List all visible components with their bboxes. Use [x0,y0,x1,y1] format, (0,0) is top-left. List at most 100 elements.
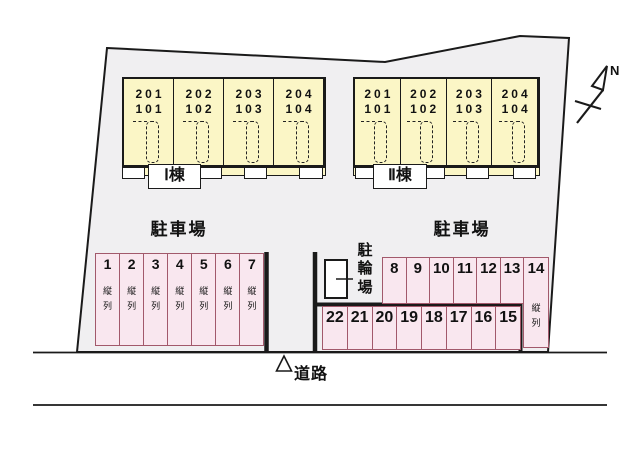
road-label: 道路 [294,366,329,383]
parking-space-number: 8 [390,260,399,277]
entrance-box [513,167,536,179]
parking-space-number: 10 [433,260,450,277]
building-2-label: Ⅱ棟 [373,164,427,189]
north-arrow-head [590,65,608,92]
unit-lower-number: 104 [501,102,531,116]
unit-lower-number: 104 [285,102,315,116]
parking-space-note: 縦列 [151,286,161,312]
unit-upper-number: 204 [285,87,315,101]
parking-space-number: 20 [375,309,394,326]
parking-space: 21 [346,306,373,350]
parking-space: 16 [470,306,497,350]
unit-upper-number: 202 [185,87,215,101]
parking-space-number: 16 [474,309,493,326]
unit-upper-number: 202 [410,87,440,101]
parking-space: 10 [429,257,454,304]
parking-space: 3 縦列 [143,253,169,346]
parking-space-number: 14 [527,260,545,277]
parking-space-number: 12 [480,260,497,277]
parking-space-note: 縦列 [247,286,257,312]
unit-upper-number: 201 [364,87,394,101]
unit-lower-number: 101 [135,102,165,116]
entrance-box [199,167,222,179]
parking-space: 8 [382,257,407,304]
stair-symbol [245,121,259,163]
unit-lower-number: 101 [364,102,394,116]
unit-lower-number: 103 [455,102,485,116]
parking-space-number: 5 [199,256,208,272]
parking-space-note: 縦列 [223,286,233,312]
parking-space-note: 縦列 [103,286,113,312]
parking-space: 5 縦列 [191,253,217,346]
unit-upper-number: 203 [235,87,265,101]
stair-symbol-line [361,121,376,122]
stair-symbol-line [132,121,147,122]
unit-lower-number: 102 [410,102,440,116]
entrance-strip [353,167,540,176]
parking-space: 19 [396,306,422,350]
parking-space: 18 [421,306,447,350]
stair-symbol-line [232,121,247,122]
unit-lower-number: 102 [185,102,215,116]
unit-upper-number: 203 [455,87,485,101]
north-label: N [610,63,620,78]
parking-right-label: 駐車場 [433,220,491,239]
parking-space-note: 縦列 [199,286,209,312]
parking-space-number: 4 [175,256,184,272]
parking-space-note: 縦列 [175,286,185,312]
unit-lower-number: 103 [235,102,265,116]
unit-upper-number: 201 [135,87,165,101]
parking-space-number: 3 [151,256,160,272]
stair-symbol [511,121,525,163]
parking-space: 15 [495,306,521,350]
stair-symbol [374,121,388,163]
parking-space-number: 21 [350,309,369,326]
building-1-label: Ⅰ棟 [148,164,201,189]
parking-space-note: 縦列 [127,286,137,312]
parking-space-number: 22 [325,309,344,326]
north-arrow [574,65,608,124]
stair-symbol-line [452,121,467,122]
parking-space: 6 縦列 [215,253,241,346]
road-triangle-marker [275,354,293,372]
parking-space: 9 [405,257,431,304]
parking-space-number: 9 [413,260,422,277]
stair-symbol [465,121,479,163]
parking-space-number: 19 [400,309,419,326]
parking-space: 22 [322,306,348,350]
stair-symbol-line [282,121,297,122]
entrance-box [122,167,145,179]
stair-symbol-line [182,121,197,122]
entrance-box [299,167,323,179]
parking-space: 13 [499,257,525,304]
parking-space: 11 [452,257,478,304]
parking-space-number: 18 [424,309,443,326]
parking-space-number: 1 [103,256,112,272]
parking-space-number: 15 [499,309,518,326]
parking-space: 17 [445,306,472,350]
entrance-box [355,167,375,179]
parking-space-number: 6 [223,256,232,272]
parking-space-number: 13 [503,260,521,277]
parking-space: 1 縦列 [95,253,121,346]
stair-symbol [295,121,309,163]
